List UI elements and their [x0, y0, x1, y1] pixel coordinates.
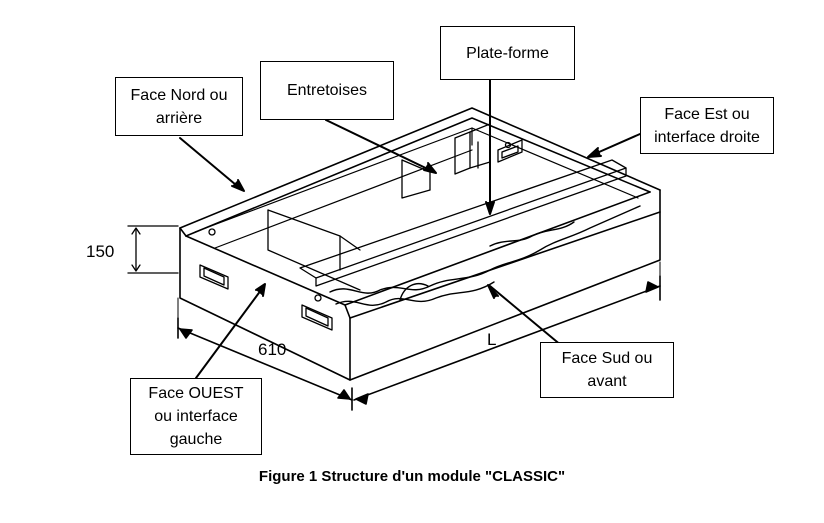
- label-plate-forme-text: Plate-forme: [466, 44, 549, 62]
- label-face-est-line2: interface droite: [654, 128, 760, 146]
- spacers: [267, 159, 431, 291]
- height-dimension: [127, 225, 179, 274]
- label-face-sud: Face Sud ou avant: [540, 342, 674, 398]
- label-plate-forme: Plate-forme: [440, 26, 575, 80]
- dimension-height-label: 150: [86, 242, 115, 261]
- dimension-depth-label: 610: [258, 340, 287, 359]
- handles: [199, 139, 523, 331]
- label-face-sud-line1: Face Sud ou: [561, 350, 653, 367]
- label-face-ouest: Face OUEST ou interface gauche: [130, 378, 262, 455]
- label-entretoises-text: Entretoises: [286, 82, 368, 99]
- label-face-sud-line2: avant: [587, 373, 627, 390]
- platform: [299, 123, 627, 287]
- label-face-nord-line1: Face Nord ou: [130, 86, 228, 104]
- module-box: [179, 107, 661, 381]
- front-cutout: [329, 205, 641, 306]
- label-face-est: Face Est ou interface droite: [640, 97, 774, 154]
- label-face-ouest-line3: gauche: [169, 431, 223, 448]
- dimension-length-label: L: [487, 330, 497, 349]
- label-face-ouest-line1: Face OUEST: [148, 385, 244, 402]
- label-entretoises: Entretoises: [260, 61, 394, 120]
- label-face-ouest-line2: ou interface: [154, 408, 238, 425]
- length-dimension: [353, 261, 661, 405]
- label-face-nord: Face Nord ou arrière: [115, 77, 243, 136]
- label-face-est-line1: Face Est ou: [664, 105, 750, 123]
- label-face-nord-line2: arrière: [155, 109, 203, 127]
- leader-lines: [179, 79, 641, 379]
- depth-dimension: [177, 297, 353, 411]
- figure-caption: Figure 1 Structure d'un module "CLASSIC": [258, 468, 566, 485]
